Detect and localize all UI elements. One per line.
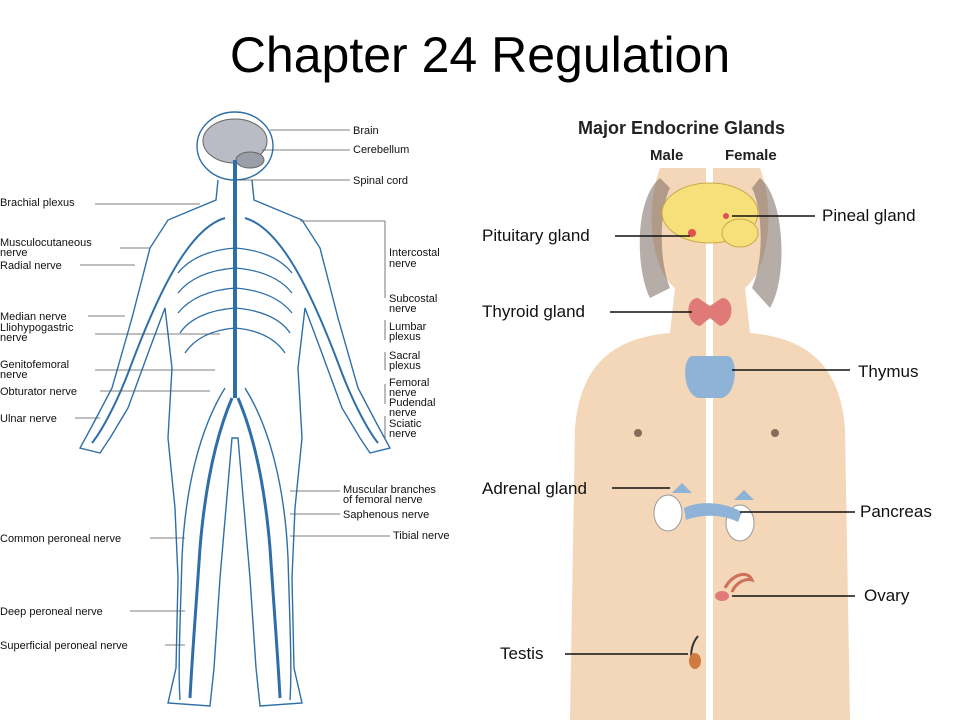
nerve-labels-right: Brain Cerebellum Spinal cord Intercostal…	[343, 125, 449, 542]
adrenal-pancreas-shapes	[653, 483, 755, 542]
label-muscular-branches: Muscular branches	[343, 484, 436, 496]
label-sacral-2: plexus	[389, 360, 421, 372]
label-genitofemoral: Genitofemoral	[0, 359, 69, 371]
endocrine-diagram: Major Endocrine Glands Male Female	[470, 108, 960, 720]
label-pineal: Pineal gland	[822, 206, 916, 225]
label-ulnar: Ulnar nerve	[0, 413, 57, 425]
endocrine-labels: Pituitary gland Pineal gland Thyroid gla…	[482, 206, 932, 663]
label-testis: Testis	[500, 644, 543, 663]
label-femoral-2: nerve	[389, 387, 417, 399]
label-spinal-cord: Spinal cord	[353, 175, 408, 187]
label-lumbar-2: plexus	[389, 331, 421, 343]
label-lumbar: Lumbar	[389, 321, 427, 333]
label-deep-peroneal: Deep peroneal nerve	[0, 606, 103, 618]
nerve-labels-left: Brachial plexus Musculocutaneous nerve R…	[0, 197, 128, 652]
label-subcostal-2: nerve	[389, 303, 417, 315]
label-brain: Brain	[353, 125, 379, 137]
label-genitofemoral-2: nerve	[0, 369, 28, 381]
label-superficial-peroneal: Superficial peroneal nerve	[0, 640, 128, 652]
label-ovary: Ovary	[864, 586, 910, 605]
label-pancreas: Pancreas	[860, 502, 932, 521]
nerve-network	[91, 160, 379, 701]
label-femoral: Femoral	[389, 377, 429, 389]
nervous-system-diagram: Brain Cerebellum Spinal cord Intercostal…	[0, 108, 470, 720]
label-lliohypogastric: Lliohypogastric	[0, 322, 74, 334]
label-pudendal-2: nerve	[389, 407, 417, 419]
label-lliohypogastric-2: nerve	[0, 332, 28, 344]
label-intercostal: Intercostal	[389, 247, 440, 259]
label-sciatic-2: nerve	[389, 428, 417, 440]
slide-title: Chapter 24 Regulation	[229, 27, 731, 83]
label-intercostal-2: nerve	[389, 258, 417, 270]
label-muscular-branches-2: of femoral nerve	[343, 494, 422, 506]
female-label: Female	[725, 147, 777, 164]
label-thymus: Thymus	[858, 362, 918, 381]
label-musculocutaneous: Musculocutaneous	[0, 237, 92, 249]
testis-shape	[689, 635, 701, 669]
label-radial: Radial nerve	[0, 260, 62, 272]
label-saphenous: Saphenous nerve	[343, 509, 429, 521]
label-common-peroneal: Common peroneal nerve	[0, 533, 121, 545]
nerve-label-leaders	[75, 129, 390, 646]
torso-silhouette	[570, 168, 850, 720]
endocrine-title: Major Endocrine Glands	[578, 118, 785, 138]
label-sciatic: Sciatic	[389, 418, 422, 430]
ovary-shape	[715, 572, 755, 601]
label-thyroid: Thyroid gland	[482, 302, 585, 321]
endocrine-label-leaders	[565, 215, 855, 655]
thymus-shape	[685, 356, 735, 398]
label-musculocutaneous-2: nerve	[0, 247, 28, 259]
label-pituitary: Pituitary gland	[482, 226, 590, 245]
label-cerebellum: Cerebellum	[353, 144, 409, 156]
label-subcostal: Subcostal	[389, 293, 437, 305]
label-brachial-plexus: Brachial plexus	[0, 197, 75, 209]
label-sacral: Sacral	[389, 350, 420, 362]
label-pudendal: Pudendal	[389, 397, 436, 409]
label-obturator: Obturator nerve	[0, 386, 77, 398]
male-label: Male	[650, 147, 683, 164]
label-median: Median nerve	[0, 311, 67, 323]
thyroid-shape	[688, 298, 732, 326]
label-adrenal: Adrenal gland	[482, 479, 587, 498]
brain-gland-shape	[661, 182, 759, 248]
label-tibial: Tibial nerve	[393, 530, 449, 542]
